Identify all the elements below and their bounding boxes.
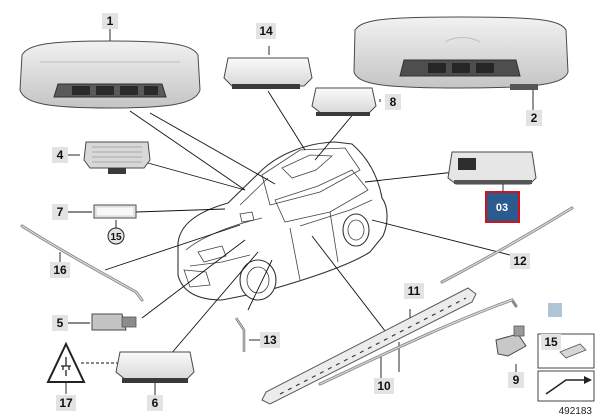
part-03-lamp [447, 151, 537, 185]
callout-5: 5 [57, 316, 64, 330]
callout-2: 2 [531, 111, 538, 125]
part-14-reading-lamp [223, 57, 313, 89]
callout-14: 14 [259, 24, 273, 38]
part-12-strip [440, 206, 574, 284]
bulb-icon [559, 343, 587, 359]
legend-box [537, 303, 595, 402]
callout-10: 10 [377, 379, 391, 393]
part-13-clip [234, 317, 246, 352]
callout-11: 11 [408, 284, 421, 298]
part-1-front-roof-console [19, 40, 201, 109]
arrow-icon [545, 379, 588, 395]
callout-4: 4 [57, 148, 64, 162]
legend-swatch-icon [548, 303, 562, 317]
callout-9: 9 [513, 373, 520, 387]
part-6-lamp [115, 351, 195, 383]
part-4-lamp [83, 141, 151, 174]
part-8-lamp [311, 87, 377, 116]
part-7-lamp [93, 204, 137, 219]
part-9-connector [495, 325, 527, 357]
electric-warning-icon [46, 341, 86, 383]
callout-15-circle: 15 [110, 232, 122, 243]
callout-1: 1 [107, 14, 114, 28]
callout-17: 17 [59, 396, 73, 410]
part-2-rear-roof-console [353, 16, 569, 90]
callout-13: 13 [263, 333, 277, 347]
car-outline [177, 141, 388, 301]
callout-labels: 1 2 4 5 6 7 8 9 10 11 12 13 14 15 15 16 [50, 13, 561, 411]
callout-15: 15 [544, 335, 558, 349]
part-5-connector [91, 313, 137, 331]
leader-lines [59, 29, 534, 395]
callout-16: 16 [53, 263, 67, 277]
highlight-label: 03 [496, 202, 508, 214]
callout-8: 8 [390, 95, 397, 109]
callout-7: 7 [57, 205, 64, 219]
highlight-callout-03[interactable]: 03 [485, 191, 520, 223]
callout-6: 6 [152, 396, 159, 410]
diagram-number: 492183 [559, 406, 593, 417]
part-11-light-strip [261, 287, 477, 405]
part-16-strip [20, 224, 144, 302]
callout-12: 12 [513, 254, 527, 268]
part-10-strip [318, 298, 518, 386]
